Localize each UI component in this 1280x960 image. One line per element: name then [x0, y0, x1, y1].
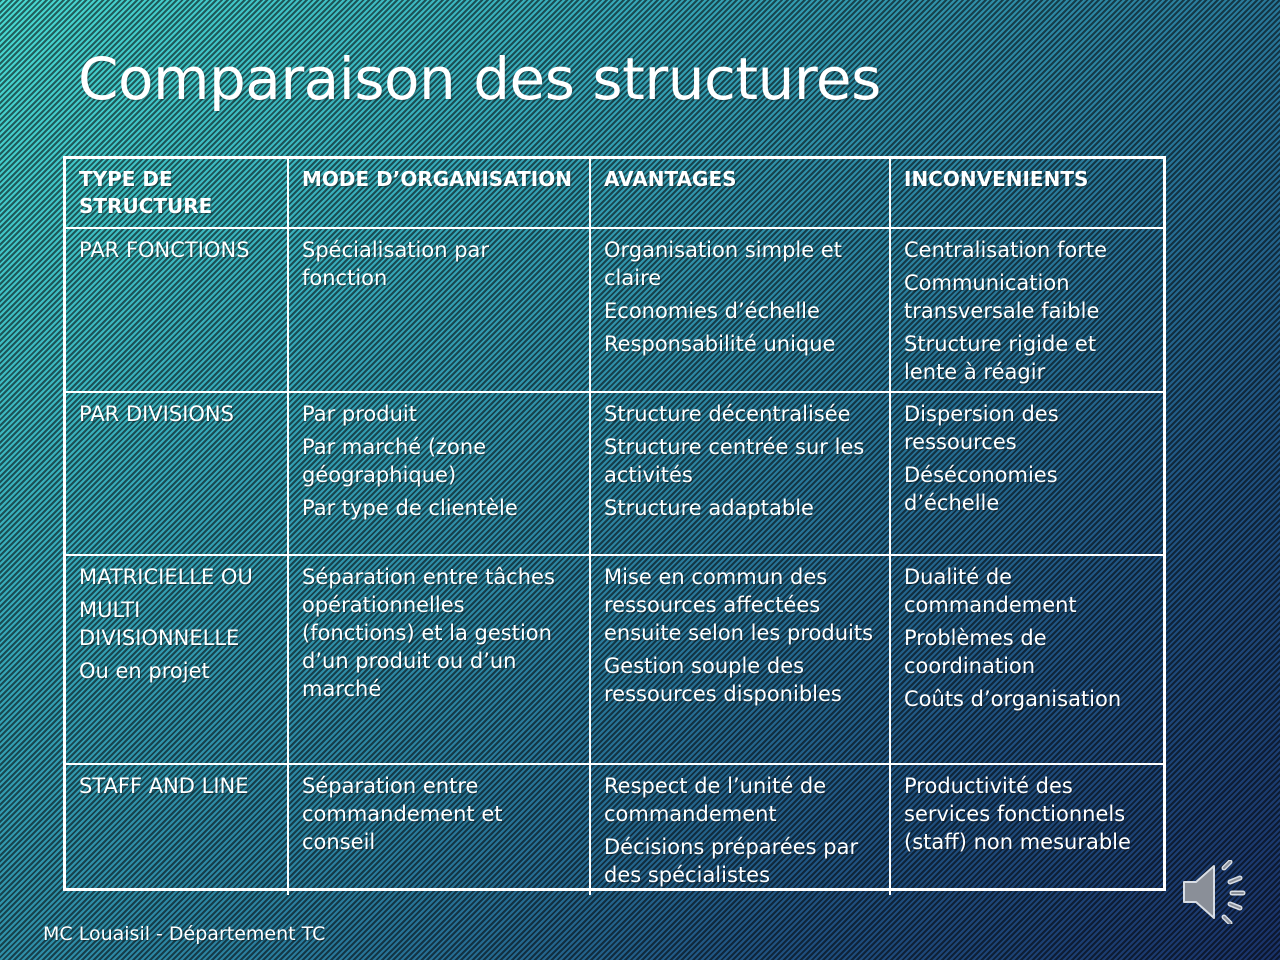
- header-inconvenients: INCONVENIENTS: [889, 159, 1163, 229]
- cell-avantages: Respect de l’unité de commandement Décis…: [589, 763, 891, 895]
- cell-text: Déséconomies d’échelle: [904, 463, 1058, 515]
- speaker-icon: [1183, 859, 1246, 926]
- cell-text: Structure adaptable: [604, 496, 814, 520]
- cell-type: STAFF AND LINE: [66, 763, 289, 895]
- cell-text: Séparation entre commandement et conseil: [302, 774, 503, 854]
- table-header-row: TYPE DE STRUCTURE MODE D’ORGANISATION AV…: [66, 159, 1163, 229]
- audio-playback-button[interactable]: [1180, 859, 1250, 926]
- cell-type: MATRICIELLE OU MULTI DIVISIONNELLE Ou en…: [66, 554, 289, 765]
- cell-text: PAR FONCTIONS: [79, 238, 250, 262]
- cell-text: Respect de l’unité de commandement: [604, 774, 827, 826]
- table-row: PAR FONCTIONS Spécialisation par fonctio…: [66, 227, 1163, 393]
- cell-text: MATRICIELLE OU: [79, 565, 253, 589]
- cell-text: Productivité des services fonctionnels (…: [904, 774, 1131, 854]
- cell-type: PAR DIVISIONS: [66, 391, 289, 556]
- cell-inconvenients: Productivité des services fonctionnels (…: [889, 763, 1163, 895]
- cell-text: Dualité de commandement: [904, 565, 1077, 617]
- cell-inconvenients: Dispersion des ressources Déséconomies d…: [889, 391, 1163, 556]
- slide-footer: MC Louaisil - Département TC: [43, 923, 326, 945]
- cell-inconvenients: Dualité de commandement Problèmes de coo…: [889, 554, 1163, 765]
- cell-avantages: Mise en commun des ressources affectées …: [589, 554, 891, 765]
- header-avantages: AVANTAGES: [589, 159, 891, 229]
- cell-text: Par type de clientèle: [302, 496, 518, 520]
- cell-inconvenients: Centralisation forte Communication trans…: [889, 227, 1163, 393]
- cell-text: Par marché (zone géographique): [302, 435, 487, 487]
- cell-text: Organisation simple et claire: [604, 238, 842, 290]
- table-row: STAFF AND LINE Séparation entre commande…: [66, 763, 1163, 895]
- cell-text: Communication transversale faible: [904, 271, 1100, 323]
- cell-text: Problèmes de coordination: [904, 626, 1047, 678]
- cell-avantages: Structure décentralisée Structure centré…: [589, 391, 891, 556]
- header-type-de-structure: TYPE DE STRUCTURE: [66, 159, 289, 229]
- cell-text: Spécialisation par fonction: [302, 238, 490, 290]
- slide-title: Comparaison des structures: [78, 45, 881, 113]
- cell-mode: Séparation entre commandement et conseil: [287, 763, 591, 895]
- cell-text: MULTI DIVISIONNELLE: [79, 598, 240, 650]
- table-row: MATRICIELLE OU MULTI DIVISIONNELLE Ou en…: [66, 554, 1163, 765]
- cell-mode: Spécialisation par fonction: [287, 227, 591, 393]
- cell-text: Mise en commun des ressources affectées …: [604, 565, 874, 645]
- cell-text: Ou en projet: [79, 659, 210, 683]
- cell-text: Centralisation forte: [904, 238, 1108, 262]
- cell-mode: Par produit Par marché (zone géographiqu…: [287, 391, 591, 556]
- cell-text: Par produit: [302, 402, 417, 426]
- cell-text: Structure rigide et lente à réagir: [904, 332, 1097, 384]
- cell-text: Décisions préparées par des spécialistes: [604, 835, 859, 887]
- cell-text: STAFF AND LINE: [79, 774, 249, 798]
- header-mode-organisation: MODE D’ORGANISATION: [287, 159, 591, 229]
- cell-text: Economies d’échelle: [604, 299, 820, 323]
- cell-text: Structure décentralisée: [604, 402, 851, 426]
- cell-type: PAR FONCTIONS: [66, 227, 289, 393]
- cell-text: Séparation entre tâches opérationnelles …: [302, 565, 555, 701]
- table-row: PAR DIVISIONS Par produit Par marché (zo…: [66, 391, 1163, 556]
- cell-text: Coûts d’organisation: [904, 687, 1122, 711]
- cell-mode: Séparation entre tâches opérationnelles …: [287, 554, 591, 765]
- comparison-table: TYPE DE STRUCTURE MODE D’ORGANISATION AV…: [63, 156, 1166, 895]
- cell-text: Responsabilité unique: [604, 332, 836, 356]
- cell-avantages: Organisation simple et claire Economies …: [589, 227, 891, 393]
- cell-text: Structure centrée sur les activités: [604, 435, 865, 487]
- cell-text: PAR DIVISIONS: [79, 402, 234, 426]
- cell-text: Dispersion des ressources: [904, 402, 1059, 454]
- cell-text: Gestion souple des ressources disponible…: [604, 654, 842, 706]
